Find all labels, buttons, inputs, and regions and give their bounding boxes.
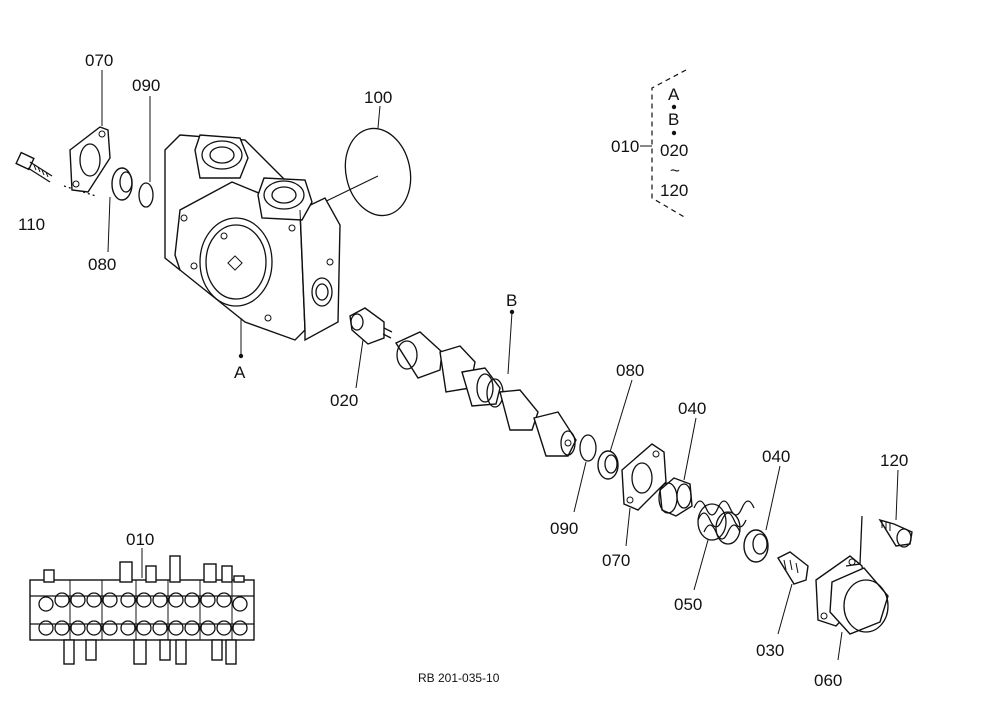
spring-seat-040-a <box>658 477 693 517</box>
spring-050 <box>693 500 755 545</box>
callout-030: 030 <box>756 641 784 660</box>
callout-070-top: 070 <box>85 51 113 70</box>
ring-080-left <box>111 167 133 201</box>
callout-040-b: 040 <box>762 447 790 466</box>
callout-a: A <box>234 363 246 382</box>
o-ring-090-right <box>579 434 597 462</box>
drawing-code: RB 201-035-10 <box>418 671 500 685</box>
callout-090-bottom: 090 <box>550 519 578 538</box>
legend-item-120: 120 <box>660 181 688 200</box>
bolt-030 <box>777 551 809 585</box>
spool-b <box>394 331 577 457</box>
callout-110: 110 <box>18 215 45 234</box>
callout-090-top: 090 <box>132 76 160 95</box>
flange-070-right <box>621 443 667 511</box>
fitting-020 <box>349 307 393 345</box>
callout-040-a: 040 <box>678 399 706 418</box>
legend-item-020: 020 <box>660 141 688 160</box>
parts-legend: 010 A B 020 ~ 120 <box>611 69 688 219</box>
legend-dot <box>671 104 677 110</box>
callout-080-left: 080 <box>88 255 116 274</box>
legend-dot <box>671 130 677 136</box>
callout-120: 120 <box>880 451 908 470</box>
bolt-120 <box>845 515 913 567</box>
o-ring-090-left <box>138 182 154 208</box>
callout-070-bottom: 070 <box>602 551 630 570</box>
callout-060: 060 <box>814 671 842 690</box>
flange-070-left <box>69 126 111 193</box>
ring-080-right <box>597 450 619 480</box>
legend-range-mark: ~ <box>670 161 680 180</box>
cap-060 <box>815 555 889 635</box>
legend-main-ref: 010 <box>611 137 639 156</box>
legend-bracket <box>651 69 687 219</box>
o-ring-100 <box>344 127 412 217</box>
legend-item-b: B <box>668 110 679 129</box>
valve-body-a <box>164 134 341 342</box>
legend-item-a: A <box>668 85 680 104</box>
callout-b: B <box>506 291 517 310</box>
callout-010-assembly: 010 <box>126 530 154 549</box>
spring-seat-040-b <box>743 529 769 563</box>
callout-080-right: 080 <box>616 361 644 380</box>
callout-020: 020 <box>330 391 358 410</box>
valve-stack-assembly-010 <box>29 555 255 665</box>
callout-100: 100 <box>364 88 392 107</box>
callout-050: 050 <box>674 595 702 614</box>
